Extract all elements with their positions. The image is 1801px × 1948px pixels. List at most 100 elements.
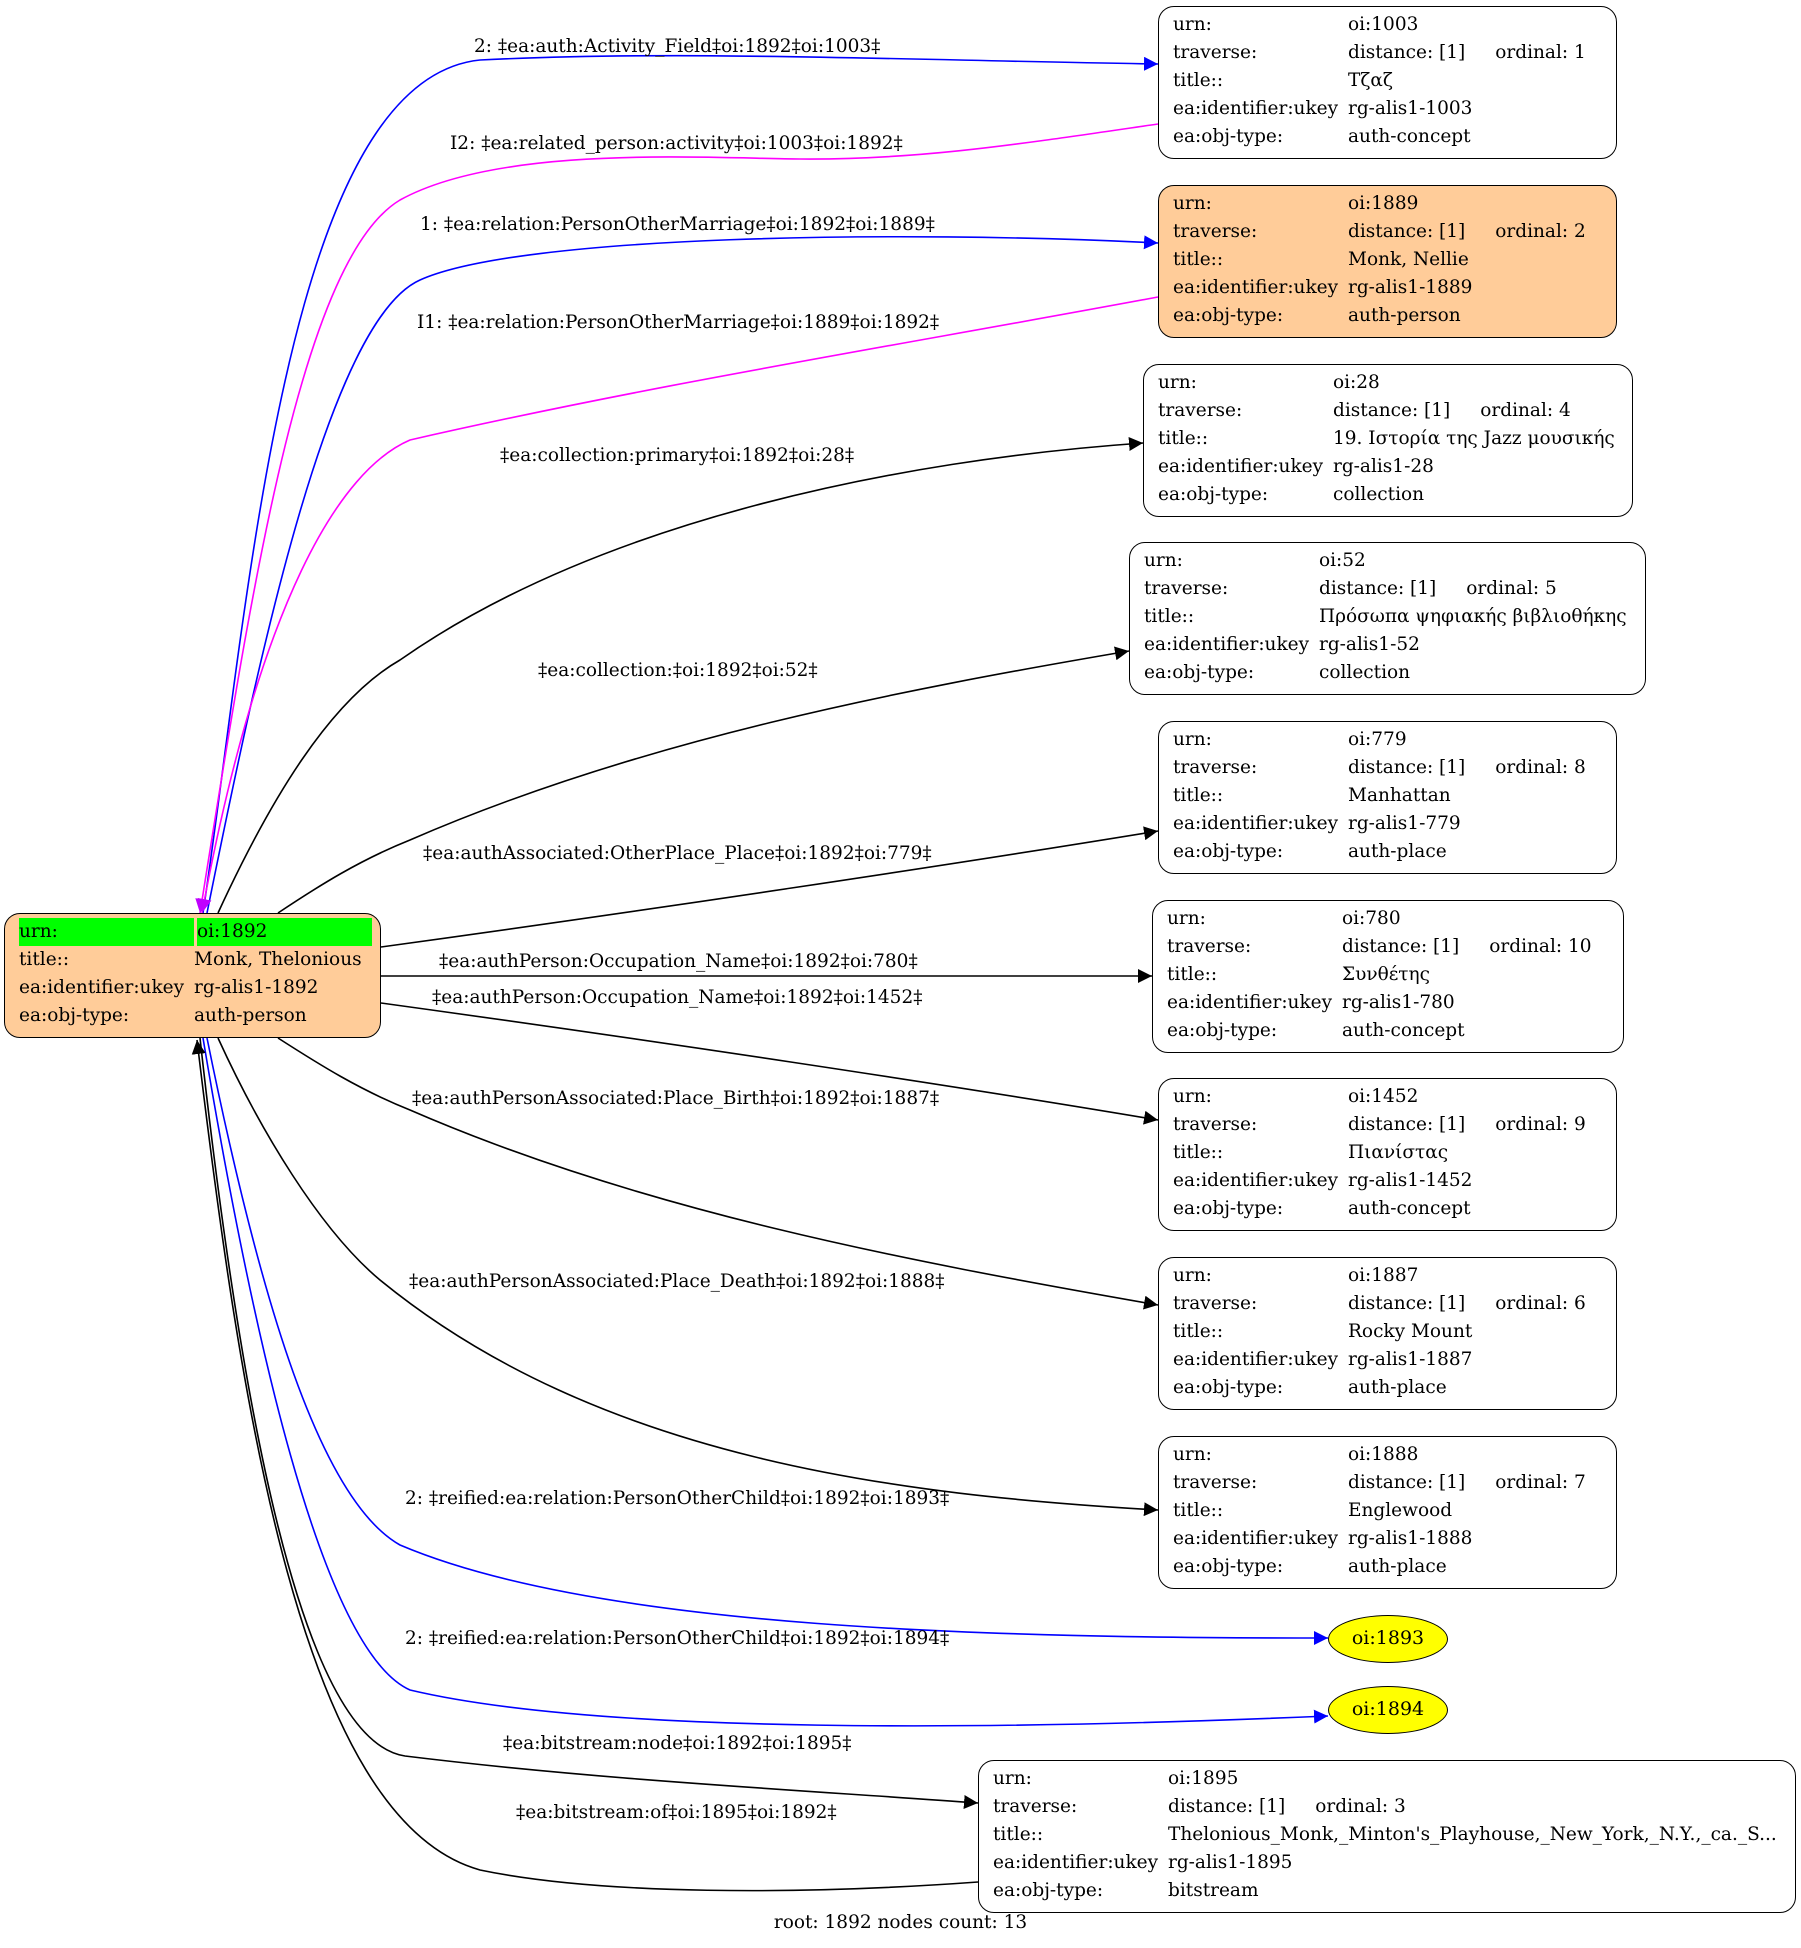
root-title-row: title::Monk, Thelonious bbox=[19, 946, 366, 974]
node-oi-1894[interactable]: oi:1894 bbox=[1328, 1686, 1448, 1734]
node-oi-28[interactable]: urn:oi:28 traverse:distance: [1]ordinal:… bbox=[1143, 364, 1633, 517]
edge-collection-primary bbox=[217, 436, 1144, 914]
row-key: title:: bbox=[1158, 428, 1209, 449]
node-type: auth-place bbox=[1348, 1556, 1447, 1577]
node-type: auth-concept bbox=[1348, 1198, 1471, 1219]
graph-footer: root: 1892 nodes count: 13 bbox=[773, 1912, 1028, 1933]
root-node[interactable]: urn:oi:1892 title::Monk, Thelonious ea:i… bbox=[4, 913, 381, 1038]
node-urn: oi:1003 bbox=[1348, 14, 1419, 35]
row-key: urn: bbox=[1173, 729, 1212, 750]
row-key: urn: bbox=[1173, 1265, 1212, 1286]
node-urn: oi:1888 bbox=[1348, 1444, 1419, 1465]
row-key: traverse: bbox=[993, 1796, 1078, 1817]
row-key: ea:identifier:ukey bbox=[1144, 634, 1310, 655]
row-key: title:: bbox=[1173, 785, 1224, 806]
edge-marriage-in bbox=[197, 296, 1159, 914]
node-distance: distance: [1] bbox=[1348, 221, 1466, 242]
node-title: Τζαζ bbox=[1348, 70, 1393, 91]
node-oi-1452[interactable]: urn:oi:1452 traverse:distance: [1]ordina… bbox=[1158, 1078, 1617, 1231]
edge-collection bbox=[277, 646, 1130, 914]
row-key: traverse: bbox=[1158, 400, 1243, 421]
edge-label-other-place: ‡ea:authAssociated:OtherPlace_Place‡oi:1… bbox=[423, 843, 932, 864]
node-oi-1893[interactable]: oi:1893 bbox=[1328, 1615, 1448, 1663]
node-ukey: rg-alis1-780 bbox=[1342, 992, 1455, 1013]
node-ukey: rg-alis1-1888 bbox=[1348, 1528, 1473, 1549]
node-ordinal: ordinal: 6 bbox=[1495, 1293, 1586, 1314]
node-distance: distance: [1] bbox=[1168, 1796, 1286, 1817]
node-title: Thelonious_Monk,_Minton's_Playhouse,_New… bbox=[1168, 1824, 1777, 1845]
edge-child-1893 bbox=[206, 1037, 1329, 1645]
node-ordinal: ordinal: 4 bbox=[1480, 400, 1571, 421]
node-distance: distance: [1] bbox=[1342, 936, 1460, 957]
node-oi-1003[interactable]: urn:oi:1003 traverse:distance: [1]ordina… bbox=[1158, 6, 1617, 159]
node-urn: oi:28 bbox=[1333, 372, 1380, 393]
row-key: ea:obj-type: bbox=[1173, 126, 1284, 147]
node-oi-780[interactable]: urn: oi:780 traverse: distance: [1] ordinal… bbox=[1152, 900, 1624, 1053]
edge-label-bitstream-of: ‡ea:bitstream:of‡oi:1895‡oi:1892‡ bbox=[516, 1802, 837, 1823]
edge-label-marriage-out: 1: ‡ea:relation:PersonOtherMarriage‡oi:1… bbox=[420, 214, 935, 235]
node-distance: distance: [1] bbox=[1348, 1114, 1466, 1135]
edge-related-person bbox=[195, 123, 1159, 914]
row-key: traverse: bbox=[1173, 42, 1258, 63]
row-key: traverse: bbox=[1167, 936, 1252, 957]
row-key: ea:identifier:ukey bbox=[19, 977, 185, 998]
node-ukey: rg-alis1-1895 bbox=[1168, 1852, 1293, 1873]
row-key: urn: bbox=[1158, 372, 1197, 393]
row-key: title:: bbox=[993, 1824, 1044, 1845]
edge-label-child-1893: 2: ‡reified:ea:relation:PersonOtherChild… bbox=[405, 1488, 950, 1509]
node-ordinal: ordinal: 2 bbox=[1495, 221, 1586, 242]
edge-label-collection: ‡ea:collection:‡oi:1892‡oi:52‡ bbox=[538, 660, 818, 681]
node-ordinal: ordinal: 3 bbox=[1315, 1796, 1406, 1817]
node-ukey: rg-alis1-1003 bbox=[1348, 98, 1473, 119]
node-type: collection bbox=[1333, 484, 1425, 505]
row-key: ea:obj-type: bbox=[1173, 305, 1284, 326]
node-type: collection bbox=[1319, 662, 1411, 683]
node-urn: oi:1452 bbox=[1348, 1086, 1419, 1107]
row-key: urn: bbox=[1173, 14, 1212, 35]
row-key: ea:identifier:ukey bbox=[1173, 813, 1339, 834]
row-key: title:: bbox=[1173, 1500, 1224, 1521]
node-oi-52[interactable]: urn:oi:52 traverse:distance: [1]ordinal:… bbox=[1129, 542, 1646, 695]
row-key: urn: bbox=[1173, 193, 1212, 214]
node-oi-1889[interactable]: urn:oi:1889 traverse:distance: [1]ordina… bbox=[1158, 185, 1617, 338]
row-key: ea:identifier:ukey bbox=[1173, 98, 1339, 119]
row-value: Monk, Thelonious bbox=[194, 949, 362, 970]
node-distance: distance: [1] bbox=[1348, 1293, 1466, 1314]
node-urn: oi:780 bbox=[1342, 908, 1401, 929]
row-key: ea:identifier:ukey bbox=[1173, 1349, 1339, 1370]
node-type: auth-person bbox=[1348, 305, 1461, 326]
row-key: ea:identifier:ukey bbox=[1173, 1170, 1339, 1191]
node-ukey: rg-alis1-779 bbox=[1348, 813, 1461, 834]
row-key: urn: bbox=[1144, 550, 1183, 571]
row-key: ea:obj-type: bbox=[1173, 841, 1284, 862]
row-key: urn: bbox=[1167, 908, 1206, 929]
node-oi-1887[interactable]: urn:oi:1887 traverse:distance: [1]ordina… bbox=[1158, 1257, 1617, 1410]
row-key: ea:identifier:ukey bbox=[993, 1852, 1159, 1873]
edge-label-place-birth: ‡ea:authPersonAssociated:Place_Birth‡oi:… bbox=[412, 1088, 940, 1109]
node-title: Πρόσωπα ψηφιακής βιβλιοθήκης bbox=[1319, 606, 1627, 627]
node-urn: oi:52 bbox=[1319, 550, 1366, 571]
row-value: oi:1892 bbox=[197, 918, 372, 946]
edge-label-child-1894: 2: ‡reified:ea:relation:PersonOtherChild… bbox=[405, 1628, 950, 1649]
node-oi-1895[interactable]: urn:oi:1895 traverse:distance: [1]ordina… bbox=[978, 1760, 1796, 1913]
row-key: title:: bbox=[1173, 70, 1224, 91]
node-title: Rocky Mount bbox=[1348, 1321, 1473, 1342]
node-oi-1888[interactable]: urn:oi:1888 traverse:distance: [1]ordina… bbox=[1158, 1436, 1617, 1589]
edge-marriage-out bbox=[206, 235, 1159, 914]
row-key: urn: bbox=[993, 1768, 1032, 1789]
row-key: title:: bbox=[1173, 249, 1224, 270]
node-ordinal: ordinal: 9 bbox=[1495, 1114, 1586, 1135]
node-distance: distance: [1] bbox=[1348, 42, 1466, 63]
node-urn: oi:779 bbox=[1348, 729, 1407, 750]
row-key: traverse: bbox=[1173, 757, 1258, 778]
node-ordinal: ordinal: 8 bbox=[1495, 757, 1586, 778]
row-key: urn: bbox=[1173, 1444, 1212, 1465]
node-ordinal: ordinal: 10 bbox=[1489, 936, 1592, 957]
node-urn: oi:1889 bbox=[1348, 193, 1419, 214]
row-key: ea:obj-type: bbox=[1173, 1377, 1284, 1398]
row-key: title:: bbox=[19, 949, 70, 970]
node-title: Englewood bbox=[1348, 1500, 1453, 1521]
node-oi-779[interactable]: urn:oi:779 traverse:distance: [1]ordinal… bbox=[1158, 721, 1617, 874]
